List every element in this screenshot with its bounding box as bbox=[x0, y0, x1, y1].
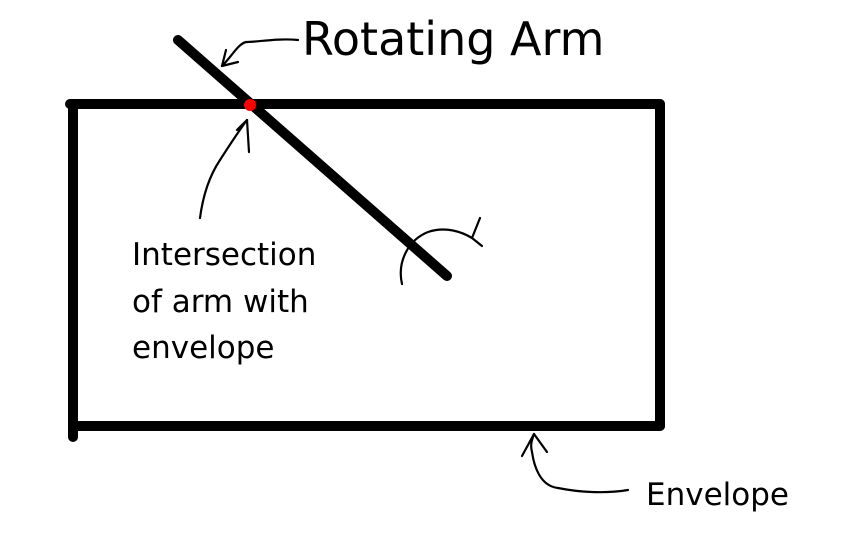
rotating-arm bbox=[173, 35, 452, 281]
envelope-pointer-arrow-icon bbox=[520, 432, 630, 494]
intersection-pointer-arrow-icon bbox=[198, 118, 251, 220]
rotating-arm-label: Rotating Arm bbox=[302, 12, 605, 66]
intersection-point bbox=[244, 99, 256, 111]
rotating-arm-pointer-arrow-icon bbox=[220, 38, 300, 68]
intersection-label-line-2: of arm with bbox=[132, 283, 309, 320]
envelope-rectangle bbox=[65, 99, 665, 442]
intersection-label-line-3: envelope bbox=[132, 330, 275, 366]
intersection-label: Intersection of arm with envelope bbox=[132, 232, 316, 372]
intersection-label-line-1: Intersection bbox=[132, 237, 317, 273]
envelope-label: Envelope bbox=[646, 477, 789, 513]
rotation-direction-arrow-icon bbox=[399, 216, 484, 286]
